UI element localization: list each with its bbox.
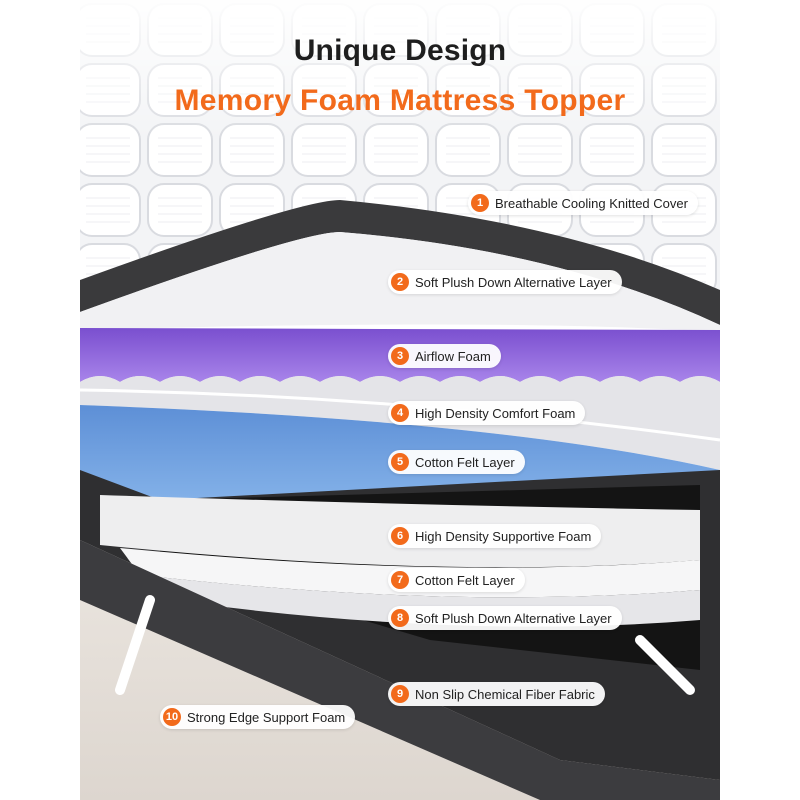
callout-supportive-foam: 6 High Density Supportive Foam [388, 524, 602, 548]
elastic-strap-left [115, 595, 155, 695]
callout-text: High Density Supportive Foam [415, 528, 592, 544]
callout-plush-layer: 2 Soft Plush Down Alternative Layer [388, 270, 622, 294]
callout-number: 5 [391, 453, 409, 471]
callout-text: Cotton Felt Layer [415, 572, 515, 588]
callout-non-slip-fabric: 9 Non Slip Chemical Fiber Fabric [388, 682, 605, 706]
page-subtitle: Memory Foam Mattress Topper [174, 84, 626, 117]
callout-text: Airflow Foam [415, 348, 491, 364]
callout-comfort-foam: 4 High Density Comfort Foam [388, 401, 586, 425]
callout-text: Breathable Cooling Knitted Cover [495, 195, 688, 211]
callout-plush-layer-2: 8 Soft Plush Down Alternative Layer [388, 606, 622, 630]
callout-edge-support: 10 Strong Edge Support Foam [160, 705, 356, 729]
callout-text: Strong Edge Support Foam [187, 709, 346, 725]
callout-text: High Density Comfort Foam [415, 405, 576, 421]
callout-number: 8 [391, 609, 409, 627]
page-title: Unique Design [293, 34, 507, 67]
callout-number: 2 [391, 273, 409, 291]
callout-number: 7 [391, 571, 409, 589]
callout-text: Non Slip Chemical Fiber Fabric [415, 686, 595, 702]
top-border-fabric [80, 200, 720, 325]
callout-text: Cotton Felt Layer [415, 454, 515, 470]
callout-cotton-felt: 5 Cotton Felt Layer [388, 450, 525, 474]
callout-number: 1 [471, 194, 489, 212]
callout-number: 4 [391, 404, 409, 422]
edge-support [80, 540, 720, 800]
elastic-strap-right [635, 635, 695, 695]
callout-text: Soft Plush Down Alternative Layer [415, 610, 612, 626]
callout-cotton-felt-2: 7 Cotton Felt Layer [388, 568, 525, 592]
callout-airflow-foam: 3 Airflow Foam [388, 344, 501, 368]
callout-text: Soft Plush Down Alternative Layer [415, 274, 612, 290]
callout-breathable-cover: 1 Breathable Cooling Knitted Cover [468, 191, 698, 215]
callout-number: 10 [163, 708, 181, 726]
callout-number: 3 [391, 347, 409, 365]
callout-number: 6 [391, 527, 409, 545]
callout-number: 9 [391, 685, 409, 703]
